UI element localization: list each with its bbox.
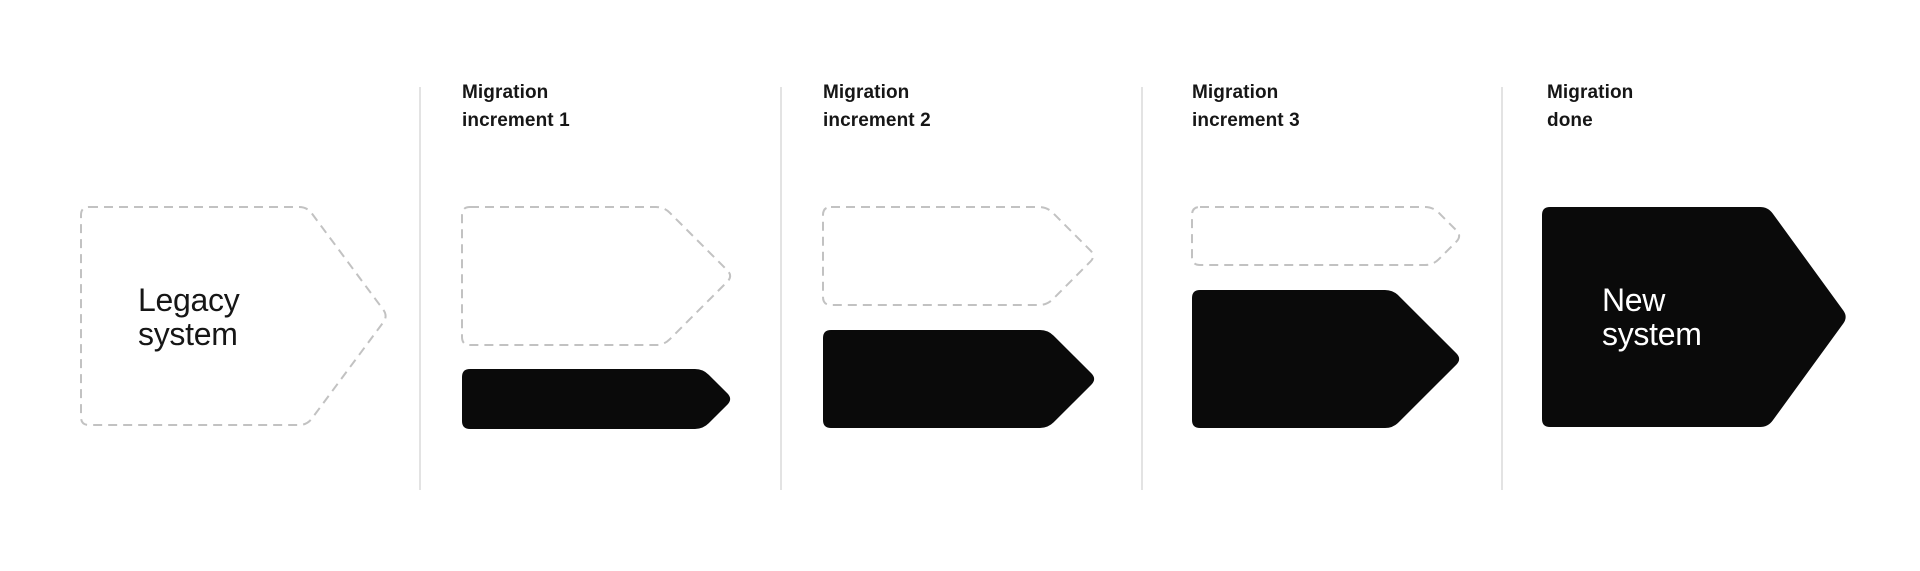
stage-header-done: Migration done	[1547, 82, 1634, 131]
legacy-system-outline-arrow	[80, 206, 387, 426]
legacy-system-label: Legacy system	[138, 282, 240, 352]
increment-2-legacy-outline-arrow	[822, 206, 1095, 306]
increment-1-migrated-solid-arrow	[462, 369, 731, 429]
increment-3-legacy-outline-arrow	[1191, 206, 1461, 266]
column-divider	[1141, 87, 1143, 490]
new-system-label: New system	[1602, 282, 1702, 352]
increment-3-migrated-solid-arrow	[1192, 290, 1460, 428]
stage-header-increment-1: Migration increment 1	[462, 82, 570, 131]
stage-header-increment-2: Migration increment 2	[823, 82, 931, 131]
increment-1-legacy-outline-arrow	[461, 206, 732, 346]
stage-header-increment-3: Migration increment 3	[1192, 82, 1300, 131]
column-divider	[419, 87, 421, 490]
increment-2-migrated-solid-arrow	[823, 330, 1095, 428]
column-divider	[780, 87, 782, 490]
new-system-solid-arrow	[1542, 207, 1846, 427]
column-divider	[1501, 87, 1503, 490]
